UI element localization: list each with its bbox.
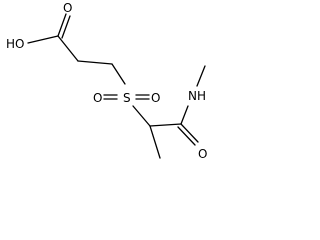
bond-n-methyl (196, 65, 206, 87)
bond-ch-methyl (149, 125, 161, 159)
atom-sulfur: S (123, 91, 131, 105)
bond-amide-c-o-double-1 (180, 123, 199, 143)
structure-canvas: HO O S O O NH O (6, 1, 207, 161)
bond-sulfur-ch (132, 105, 151, 127)
atom-sulfonyl-oxygen-right: O (151, 91, 160, 105)
atom-amide-oxygen: O (198, 147, 207, 161)
bond-acid-c-ch2 (57, 35, 79, 62)
bond-amide-c-o-double-2 (177, 126, 196, 146)
bond-acid-c-oh (27, 35, 59, 44)
bond-ch2-ch2 (77, 60, 113, 65)
bond-ch-amide-c (149, 123, 182, 127)
atom-sulfonyl-oxygen-left: O (93, 91, 102, 105)
bond-amide-c-n (180, 105, 189, 125)
bond-acid-c-o-double-1 (57, 13, 67, 37)
bond-ch2-sulfur (111, 63, 126, 85)
atom-hydroxyl: HO (6, 37, 24, 51)
atom-acid-carbonyl-oxygen: O (63, 1, 72, 15)
bond-acid-c-o-double-2 (61, 15, 71, 39)
chemical-structure-diagram: HO O S O O NH O (6, 1, 207, 161)
atom-amide-nitrogen: NH (188, 89, 206, 103)
